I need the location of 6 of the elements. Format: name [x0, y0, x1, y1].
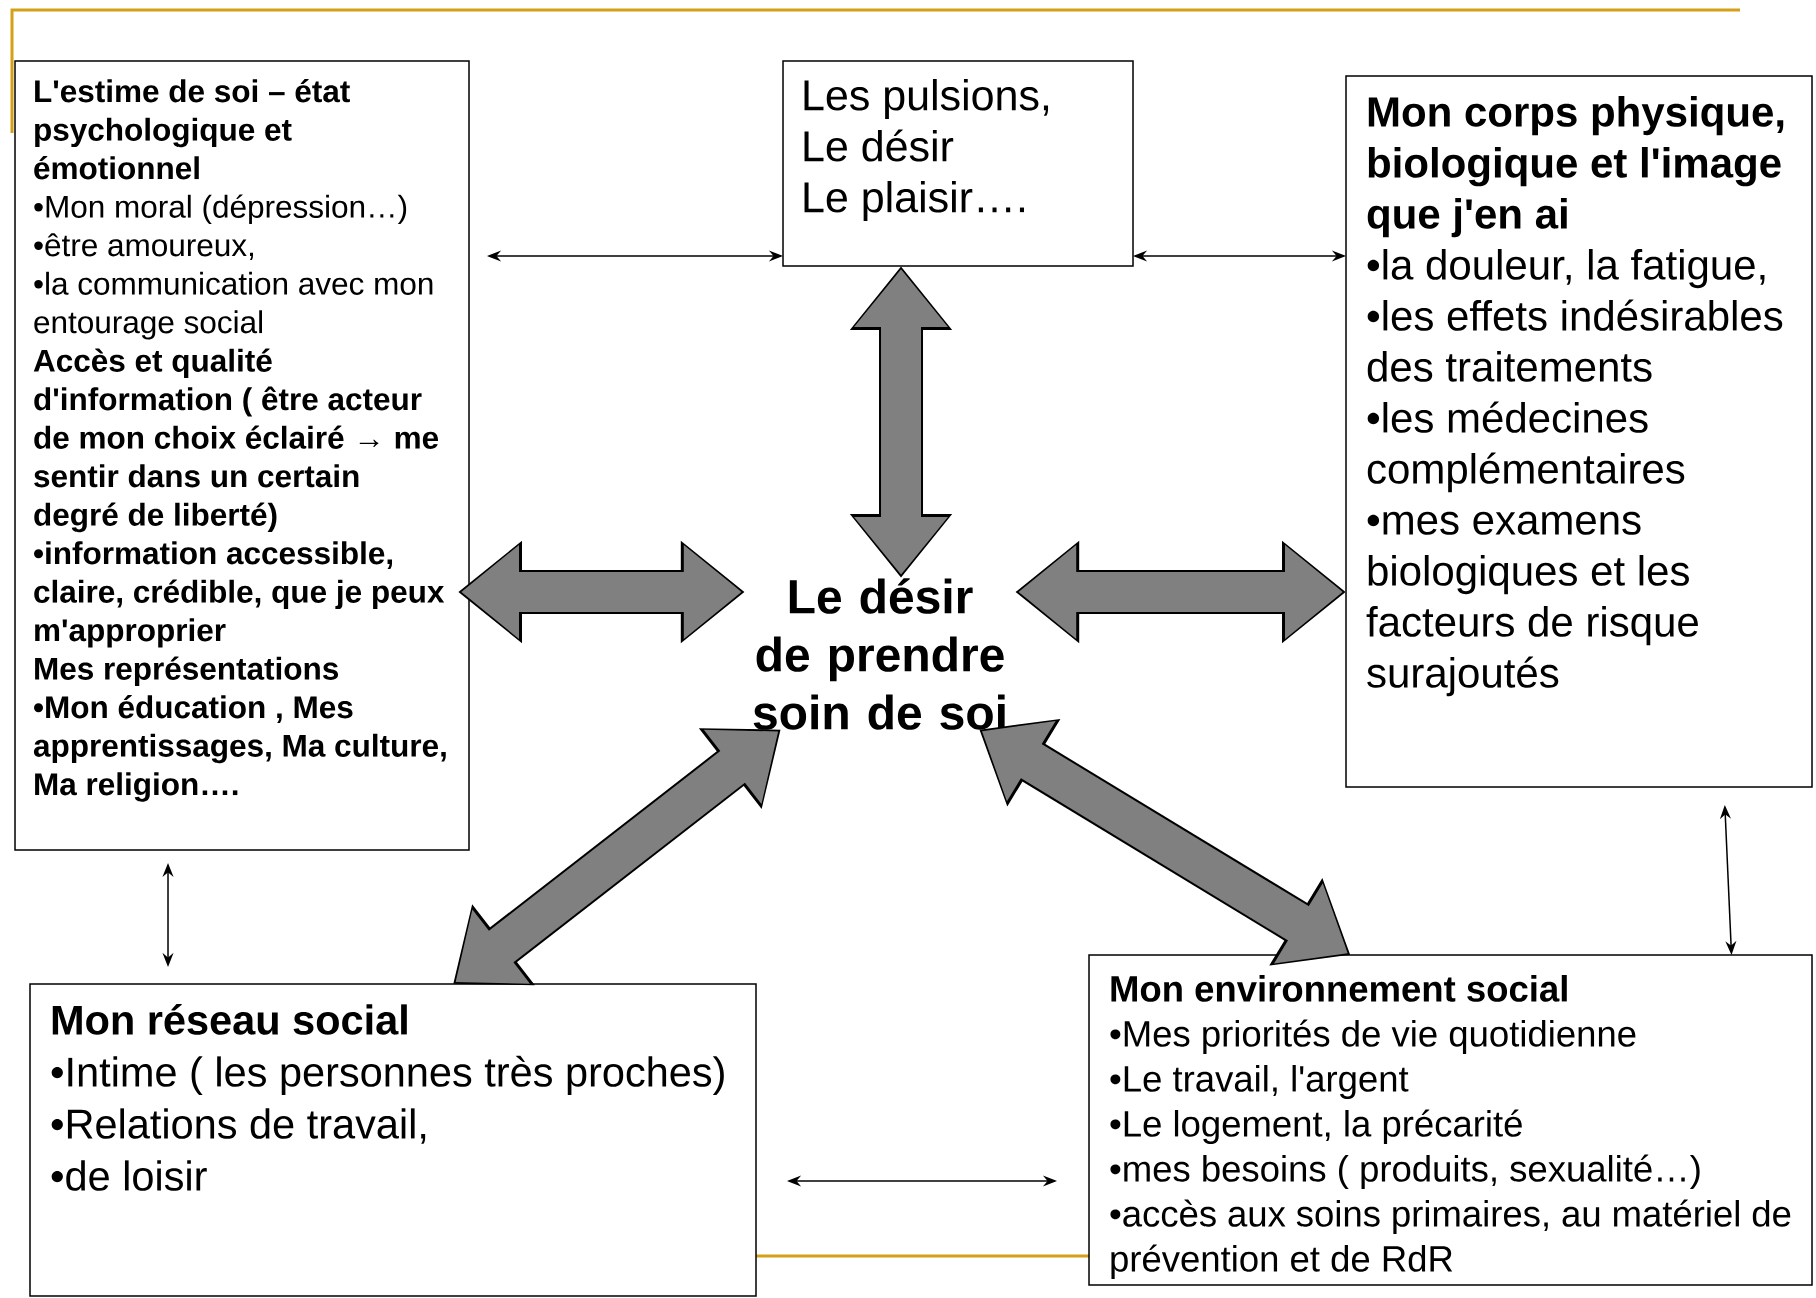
- central-text: Le désir de prendre soin de soi: [753, 578, 1005, 730]
- text-box: Les pulsions, Le désir Le plaisir….: [782, 60, 1134, 267]
- text-box: Mon environnement social •Mes priorités de vie quotidienne •Le travail, l'argent •Le logement, la précarité •mes besoins ( produits, sexualité…) •accès aux soins primaires, au matériel de prévention et de RdR: [1088, 954, 1813, 1286]
- text-box: L'estime de soi – état psychologique et émotionnel •Mon moral (dépression…) •être amoureux, •la communication avec mon entourage social Accès et qualité d'information ( être acteur de mon choix éclairé → me sentir dans un certain degré de liberté) •information accessible, claire, crédible, que je peux m'approprier Mes représentations •Mon éducation , Mes apprentissages, Ma culture, Ma religion….: [14, 60, 470, 851]
- text-box: Mon corps physique, biologique et l'image que j'en ai •la douleur, la fatigue, •les effets indésirables des traitements •les médecines complémentaires •mes examens biologiques et les facteurs de risque surajoutés: [1345, 75, 1813, 788]
- text-box: Mon réseau social •Intime ( les personnes très proches) •Relations de travail, •de loisir: [29, 983, 757, 1297]
